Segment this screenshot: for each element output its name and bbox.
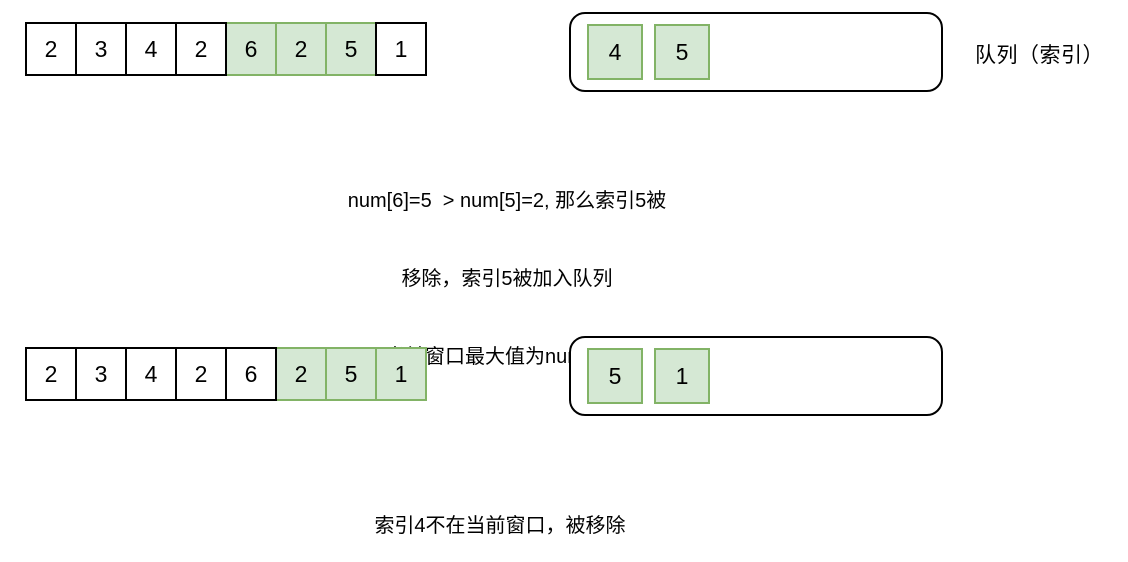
- queue-box-1: 4 5: [569, 12, 943, 92]
- array-row-2: 2 3 4 2 6 2 5 1: [25, 347, 427, 401]
- array-cell: 2: [25, 347, 77, 401]
- array-cell-window: 5: [325, 22, 377, 76]
- array-cell-window: 5: [325, 347, 377, 401]
- queue-label: 队列（索引）: [975, 44, 1104, 67]
- array-cell-window: 1: [375, 347, 427, 401]
- array-cell-window: 2: [275, 347, 327, 401]
- queue-cell: 5: [587, 348, 643, 404]
- array-row-1: 2 3 4 2 6 2 5 1: [25, 22, 427, 76]
- caption-stage-2: 索引4不在当前窗口，被移除 1<num[5]=5,1的索引值6被加入队列 当前窗…: [250, 461, 750, 562]
- caption-line: 当前窗口最大值为num[4]=6: [385, 346, 629, 368]
- caption-line: 移除，索引5被加入队列: [401, 268, 613, 290]
- array-cell: 4: [125, 22, 177, 76]
- array-cell: 4: [125, 347, 177, 401]
- array-cell: 3: [75, 22, 127, 76]
- array-cell: 1: [375, 22, 427, 76]
- queue-cell: 4: [587, 24, 643, 80]
- queue-box-2: 5 1: [569, 336, 943, 416]
- array-cell: 6: [225, 347, 277, 401]
- caption-line: num[6]=5 > num[5]=2, 那么索引5被: [347, 190, 667, 212]
- caption-line: 索引4不在当前窗口，被移除: [374, 515, 626, 537]
- array-cell: 2: [25, 22, 77, 76]
- array-cell-window: 6: [225, 22, 277, 76]
- caption-stage-1: num[6]=5 > num[5]=2, 那么索引5被 移除，索引5被加入队列 …: [257, 136, 757, 422]
- array-cell-window: 2: [275, 22, 327, 76]
- queue-cell: 1: [654, 348, 710, 404]
- array-cell: 2: [175, 347, 227, 401]
- array-cell: 3: [75, 347, 127, 401]
- queue-cell: 5: [654, 24, 710, 80]
- array-cell: 2: [175, 22, 227, 76]
